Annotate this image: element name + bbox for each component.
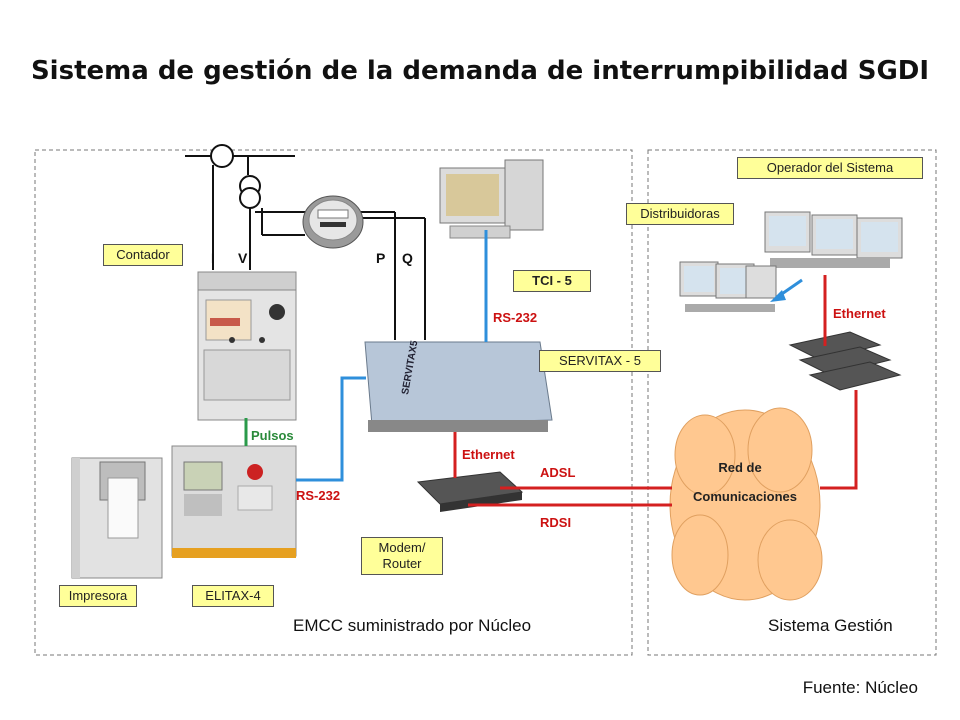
communications-cloud <box>669 407 823 601</box>
rs232-links <box>296 230 488 482</box>
region-box-right <box>647 149 937 656</box>
operador-callout: Operador del Sistema <box>737 157 923 179</box>
modem-device <box>416 471 524 512</box>
router-stack <box>788 331 902 391</box>
tci-callout: TCI - 5 <box>513 270 591 292</box>
region-right-label: Sistema Gestión <box>768 616 893 635</box>
impresora-callout: Impresora <box>59 585 137 607</box>
contador-callout: Contador <box>103 244 183 266</box>
adsl-label: ADSL <box>540 465 576 480</box>
distribuidoras-callout: Distribuidoras <box>626 203 734 225</box>
signal-v-label: V <box>238 250 248 266</box>
elitax-device <box>171 445 297 558</box>
signal-p-label: P <box>376 250 386 266</box>
servitax-device: SERVITAX5 <box>364 339 553 432</box>
region-box-left <box>34 149 633 656</box>
pulsos-label: Pulsos <box>251 428 294 443</box>
servitax-callout: SERVITAX - 5 <box>539 350 661 372</box>
power-meter-device <box>302 195 364 249</box>
signal-q-label: Q <box>402 250 413 266</box>
modem-callout: Modem/ Router <box>361 537 443 575</box>
rs232-bottom-label: RS-232 <box>296 488 341 503</box>
operator-workstations <box>764 211 903 268</box>
modem-callout-line1: Modem/ <box>378 540 426 555</box>
contador-device <box>197 271 297 421</box>
ethernet-right-label: Ethernet <box>833 306 886 321</box>
cloud-label-line1: Red de <box>718 460 762 475</box>
signal-i-label: I <box>211 250 215 266</box>
cloud-label-line2: Comunicaciones <box>692 489 798 504</box>
rdsi-label: RDSI <box>540 515 572 530</box>
distribution-arrow <box>770 278 803 302</box>
rs232-top-label: RS-232 <box>493 310 538 325</box>
source-note: Fuente: Núcleo <box>802 678 918 697</box>
tci-computer <box>439 159 544 239</box>
ethernet-modem-label: Ethernet <box>462 447 515 462</box>
distribuidoras-workstations <box>679 261 777 312</box>
modem-callout-line2: Router <box>382 556 422 571</box>
region-left-label: EMCC suministrado por Núcleo <box>293 616 532 635</box>
elitax-callout: ELITAX-4 <box>192 585 274 607</box>
comm-links <box>453 275 858 507</box>
printer-device <box>71 457 163 579</box>
power-wiring <box>185 144 426 340</box>
page-title: Sistema de gestión de la demanda de inte… <box>30 56 930 86</box>
